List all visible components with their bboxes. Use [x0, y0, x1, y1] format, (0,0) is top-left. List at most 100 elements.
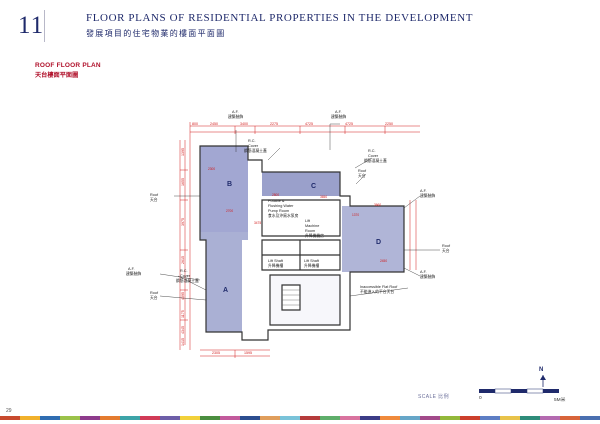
- af-left-label-cn: 建築裝飾: [126, 271, 141, 276]
- plan-subtitle-cn: 天台樓面平面圖: [35, 72, 79, 79]
- unit-d-area: [342, 206, 404, 272]
- af-top1-label: A.F.: [232, 110, 239, 114]
- lift-machine-label-3: Room: [305, 229, 315, 233]
- roof-left1-label-cn: 天台: [150, 197, 158, 202]
- scale-zero: 0: [479, 396, 482, 401]
- stripe-segment: [80, 416, 100, 420]
- unit-d-label: D: [376, 239, 381, 246]
- stripe-segment: [220, 416, 240, 420]
- rc-top-label-cn: 鋼筋混凝土蓋: [244, 148, 267, 153]
- bottom-dimension-value: 2305: [212, 351, 220, 355]
- lift-shaft-2-label: Lift Shaft: [304, 259, 320, 263]
- rc-right-label: R.C.: [368, 149, 376, 153]
- unit-areas: [200, 146, 404, 332]
- interior-dimension-value: 2700: [226, 209, 233, 213]
- stripe-segment: [540, 416, 560, 420]
- top-dimension-value: 2275: [270, 122, 278, 126]
- stripe-segment: [20, 416, 40, 420]
- page-number: 29: [6, 408, 12, 414]
- stripe-segment: [40, 416, 60, 420]
- roof-right2-label-cn: 天台: [442, 248, 450, 253]
- interior-dimension-value: 2450: [380, 259, 387, 263]
- room-labels: Potable & Flushing Water Pump Room 食水及沖廁…: [268, 199, 324, 268]
- north-arrow-icon: [540, 375, 546, 387]
- top-dimension-value: 4725: [345, 122, 353, 126]
- lift-machine-label-1: Lift: [305, 219, 311, 223]
- stripe-segment: [480, 416, 500, 420]
- stripe-segment: [200, 416, 220, 420]
- stripe-segment: [300, 416, 320, 420]
- interior-dimension-value: 3650: [320, 195, 327, 199]
- rc-top-label: R.C.: [248, 139, 256, 143]
- header-divider: [44, 10, 45, 42]
- interior-dimension-value: 3660: [374, 203, 381, 207]
- stripe-segment: [140, 416, 160, 420]
- stripe-segment: [180, 416, 200, 420]
- stripe-segment: [420, 416, 440, 420]
- stripe-segment: [440, 416, 460, 420]
- af-top2-label-cn: 建築裝飾: [331, 114, 346, 119]
- roof-left1-label: Roof: [150, 193, 159, 197]
- left-dimension-value: 1415: [181, 338, 185, 346]
- lift-shaft-1-label: Lift Shaft: [268, 259, 284, 263]
- inaccessible-roof-label: Inaccessible Flat Roof: [360, 285, 398, 289]
- stripe-segment: [0, 416, 20, 420]
- stripe-segment: [60, 416, 80, 420]
- stripe-segment: [560, 416, 580, 420]
- section-number: 11: [18, 12, 45, 39]
- top-dimension-value: 2450: [210, 122, 218, 126]
- stripe-segment: [400, 416, 420, 420]
- unit-c-area: [262, 172, 340, 196]
- stripe-segment: [100, 416, 120, 420]
- rc-left-label-2: Cover: [180, 274, 191, 278]
- left-dimension-value: 4345: [181, 326, 185, 334]
- bottom-dimension-values: 2305 1595: [212, 351, 252, 355]
- interior-dimension-value: 3475: [254, 221, 261, 225]
- lift-machine-label-2: Machine: [305, 224, 319, 228]
- roof-left2-label: Roof: [150, 291, 159, 295]
- af-left-label: A.F.: [128, 267, 135, 271]
- af-right2-label-cn: 建築裝飾: [420, 274, 435, 279]
- pump-room-label-cn: 食水及沖廁水泵房: [268, 213, 299, 218]
- lift-machine-label-cn: 升降機機房: [305, 233, 324, 238]
- wall-outlines: [199, 145, 405, 341]
- scale-five: 5M米: [554, 398, 566, 403]
- scale-label: SCALE 比例: [418, 394, 449, 400]
- left-dimension-value: 3975: [181, 218, 185, 226]
- top-dimension-value: 800: [192, 122, 198, 126]
- af-top1-label-cn: 建築裝飾: [228, 114, 243, 119]
- stripe-segment: [520, 416, 540, 420]
- stripe-segment: [580, 416, 600, 420]
- page-title-cn: 發展項目的住宅物業的樓面平面圖: [86, 29, 226, 38]
- roof-right1-label: Roof: [358, 169, 367, 173]
- rc-left-label-cn: 鋼筋混凝土蓋: [176, 278, 199, 283]
- stair-lines: [282, 289, 300, 306]
- color-stripe-footer: [0, 416, 600, 420]
- pump-room-label-1: Potable &: [268, 199, 285, 203]
- interior-dimension-value: 2300: [208, 167, 215, 171]
- unit-a-label: A: [223, 287, 228, 294]
- left-dimension-value: 1395: [181, 148, 185, 156]
- lift-shaft-2-label-cn: 升降機槽: [304, 263, 319, 268]
- stripe-segment: [240, 416, 260, 420]
- stripe-segment: [500, 416, 520, 420]
- unit-b-area: [200, 146, 248, 232]
- bottom-dimension-value: 1595: [244, 351, 252, 355]
- page-title: FLOOR PLANS OF RESIDENTIAL PROPERTIES IN…: [86, 12, 474, 24]
- roof-left2-label-cn: 天台: [150, 295, 158, 300]
- annotation-labels: A.F. 建築裝飾 A.F. 建築裝飾 R.C. Cover 鋼筋混凝土蓋 R.…: [126, 110, 451, 300]
- af-top2-label: A.F.: [335, 110, 342, 114]
- rc-top-label-2: Cover: [248, 144, 259, 148]
- af-right2-label: A.F.: [420, 270, 427, 274]
- rc-right-label-2: Cover: [368, 154, 379, 158]
- stripe-segment: [380, 416, 400, 420]
- af-right1-label: A.F.: [420, 189, 427, 193]
- stripe-segment: [320, 416, 340, 420]
- roof-right2-label: Roof: [442, 244, 451, 248]
- pump-room-label-2: Flushing Water: [268, 204, 294, 208]
- scale-bar: [479, 388, 559, 394]
- rc-left-label: R.C.: [180, 269, 188, 273]
